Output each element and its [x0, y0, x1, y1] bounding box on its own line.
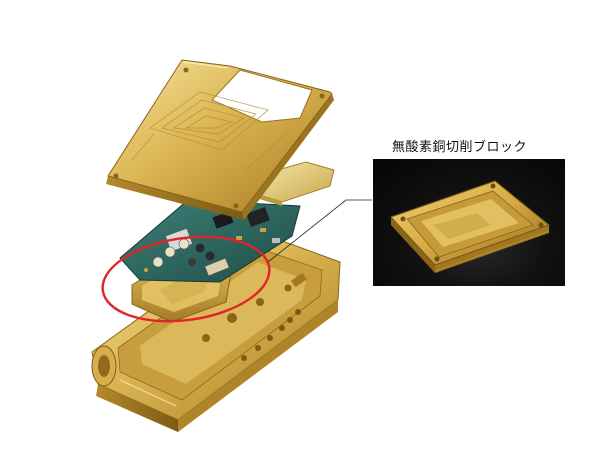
copper-block-photo: [373, 159, 565, 286]
highlight-ring: [101, 235, 271, 323]
callout-label: 無酸素銅切削ブロック: [392, 140, 528, 155]
back-plate: [106, 59, 334, 220]
copper-block-photo-illustration: [390, 180, 551, 273]
leader-line: [267, 199, 372, 263]
circuit-board: [119, 199, 301, 283]
